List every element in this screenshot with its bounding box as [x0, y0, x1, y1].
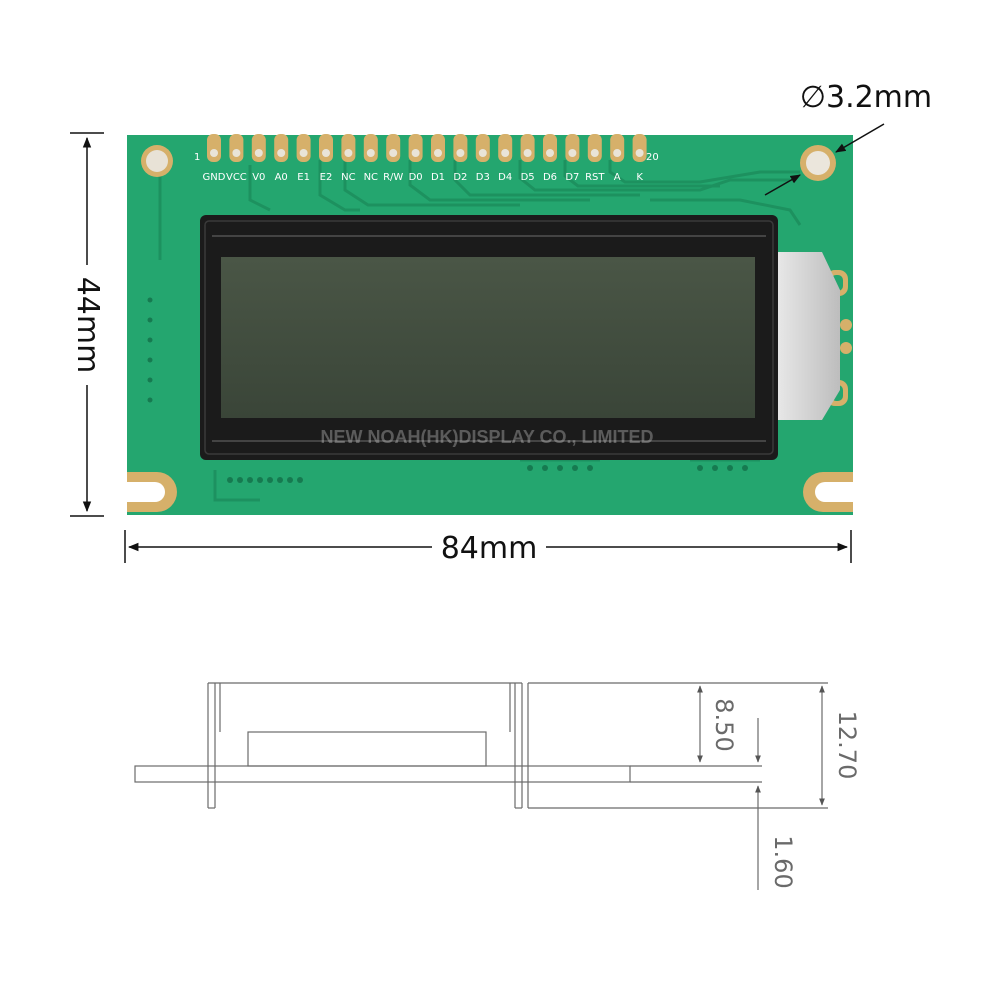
pin-label: K [636, 172, 643, 183]
pin-label: D6 [543, 172, 557, 183]
pin-label: D1 [431, 172, 445, 183]
header-pin-pad [498, 134, 513, 162]
mount-slot-bottom-right [803, 472, 853, 512]
header-pin-pad [610, 134, 625, 162]
pcb-traces [158, 160, 802, 502]
width-dimension: 84mm [124, 530, 852, 566]
pin-label: VCC [226, 172, 247, 183]
pin-label: D2 [453, 172, 467, 183]
height-dimension: 44mm [70, 132, 105, 517]
header-pin-hole [254, 149, 263, 157]
flex-cable [775, 252, 840, 420]
header-pin-hole [210, 149, 218, 157]
header-pin-pad [207, 134, 221, 162]
pin-label: A0 [275, 172, 288, 183]
width-label: 84mm [441, 531, 538, 566]
pin-label: D0 [409, 172, 423, 183]
lcd-viewing-area [221, 257, 755, 418]
header-pin-pad [543, 134, 557, 162]
header-pin-hole [411, 149, 420, 157]
header-pin-hole [366, 149, 375, 157]
header-pin-pad [587, 134, 602, 162]
header-pin-hole [478, 149, 487, 157]
header-pin-pad [341, 134, 356, 162]
header-pin-pad [229, 134, 244, 162]
header-pin-pad [520, 134, 535, 162]
height-label: 44mm [70, 277, 105, 374]
hole-dimension: ∅3.2mm [764, 80, 932, 196]
header-pin-pad [386, 134, 401, 162]
side-view [134, 682, 828, 890]
pin-label: E2 [320, 172, 333, 183]
header-pin-pad [431, 134, 445, 162]
pin-label: D7 [565, 172, 579, 183]
header-pin-hole [590, 149, 599, 157]
pin-first-number: 1 [194, 152, 200, 163]
header-pin-hole [456, 149, 465, 157]
header-pin-pad [453, 134, 468, 162]
header-pin-pad [475, 134, 490, 162]
watermark-text: NEW NOAH(HK)DISPLAY CO., LIMITED [320, 427, 653, 447]
header-pin-hole [299, 149, 308, 157]
pin-label: NC [364, 172, 378, 183]
pin-label: RST [585, 172, 605, 183]
pin-label: NC [341, 172, 355, 183]
header-pin-pad [251, 134, 266, 162]
header-pin-hole [501, 149, 510, 157]
header-pin-hole [568, 149, 577, 157]
pin-label: GND [203, 172, 226, 183]
mount-hole-top-left [141, 145, 173, 177]
lcd-bezel [200, 215, 778, 460]
header-pin-hole [523, 149, 532, 157]
header-pin-hole [389, 149, 398, 157]
header-pin-hole [613, 149, 622, 157]
pin-label: A [614, 172, 621, 183]
header-pin-pad [363, 134, 378, 162]
header-pin-hole [546, 149, 554, 157]
pin-label: D3 [476, 172, 490, 183]
header-pin-pad [408, 134, 423, 162]
pin-label: E1 [297, 172, 310, 183]
header-pin-pad [565, 134, 580, 162]
header-pin-hole [635, 149, 644, 157]
side-total-height-label: 12.70 [833, 711, 861, 780]
side-pcb-thickness-label: 1.60 [769, 835, 797, 888]
header-pin-pad [319, 134, 333, 162]
mount-hole-top-right [800, 145, 836, 181]
pin-label: R/W [383, 172, 403, 183]
hole-diameter-label: ∅3.2mm [800, 80, 932, 115]
mount-slot-bottom-left [127, 472, 177, 512]
pin-last-number: 20 [646, 152, 659, 163]
pin-label: D4 [498, 172, 512, 183]
pin-label: D5 [521, 172, 535, 183]
pin-label: V0 [252, 172, 265, 183]
header-pin-hole [232, 149, 241, 157]
header-pin-hole [434, 149, 442, 157]
pcb-vias [147, 297, 748, 483]
header-pin-hole [277, 149, 286, 157]
header-pin-hole [322, 149, 330, 157]
header-pin-pad [632, 134, 647, 162]
header-pin-pad [296, 134, 311, 162]
header-pin-pad [274, 134, 289, 162]
header-pin-hole [344, 149, 353, 157]
side-module-height-label: 8.50 [710, 698, 738, 751]
